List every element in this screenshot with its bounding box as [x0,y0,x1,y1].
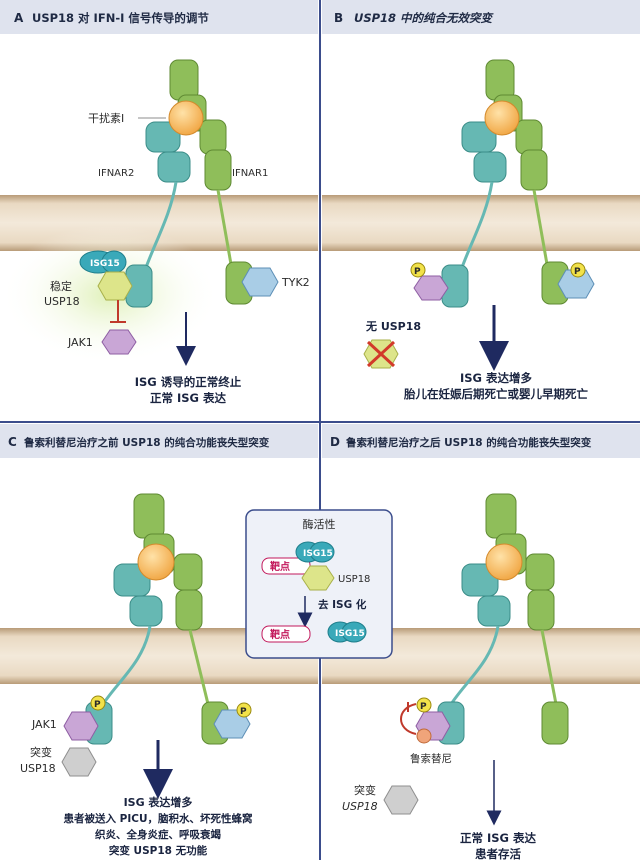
panel-b-title: USP18 中的纯合无效突变 [354,11,495,25]
stabilize-label: 稳定 [50,279,72,293]
isg15-label-a: ISG15 [90,259,120,269]
usp18-label-d: USP18 [342,800,378,813]
usp18-hexagon-a [97,271,133,301]
ifn-label: 干扰素Ⅰ [88,111,124,125]
tyk2-kinase-a [241,267,279,297]
panel-b-title-bar [322,0,640,34]
panel-c-title: 鲁索利替尼治疗之前 USP18 的纯合功能丧失型突变 [23,436,270,449]
phospho-c2 [236,702,252,718]
ifnar2-label: IFNAR2 [98,168,134,179]
enzyme-activity-inset: 酶活性 靶点 ISG15 USP18 去 ISG 化 靶点 ISG15 [245,509,393,659]
inset-deisg-label: 去 ISG 化 [318,598,367,611]
panel-d-title-bar [322,424,640,458]
panel-a-title: USP18 对 IFN-Ⅰ 信号传导的调节 [32,11,209,25]
result-c-line2: 患者被送入 PICU，脑积水、坏死性蜂窝 [64,812,253,825]
panel-c-letter: C [8,435,17,449]
panel-a-letter: A [14,11,24,25]
receptor-complex-d [415,493,569,745]
svg-text:C: C [8,435,17,449]
result-a-line2: 正常 ISG 表达 [150,391,227,405]
ruxolitinib-drug [416,728,432,744]
receptor-complex-c [63,493,251,745]
inhibition-arc [400,703,417,735]
inset-usp18-hexagon [301,565,335,591]
inset-target-1: 靶点 [270,560,290,573]
result-b-line2: 胎儿在妊娠后期死亡或婴儿早期死亡 [403,387,588,401]
phospho-b1-label: P [414,267,421,277]
result-d-line1: 正常 ISG 表达 [460,831,537,845]
result-b-line1: ISG 表达增多 [460,371,533,385]
panel-a-title-bar [0,0,318,34]
inset-isg15-2: ISG15 [335,629,365,639]
panel-c-title-bar [0,424,318,458]
inset-usp18-label: USP18 [338,574,370,585]
jak1-label-a: JAK1 [67,336,93,349]
inset-title: 酶活性 [303,517,336,531]
phospho-c2-label: P [240,707,247,717]
tyk2-label: TYK2 [281,276,310,289]
usp18-label-a: USP18 [44,295,80,308]
mutant-label-c: 突变 [30,745,52,759]
ifnar1-label: IFNAR1 [232,168,268,179]
phospho-d1 [416,697,432,713]
svg-text:A: A [14,11,24,25]
panel-b-letter: B [334,11,343,25]
inset-isg15-1: ISG15 [303,549,333,559]
phospho-b2-label: P [574,267,581,277]
result-c-line1: ISG 表达增多 [124,795,193,809]
mutant-usp18-hexagon-d [383,785,419,815]
jak1-kinase-a [101,329,137,355]
svg-text:B: B [334,11,343,25]
ifn-type1-ligand [168,100,204,136]
panel-d-letter: D [330,435,340,449]
usp18-label-c: USP18 [20,762,56,775]
ifnar2-receptor [125,121,191,308]
phospho-b1 [410,262,426,278]
result-a-line1: ISG 诱导的正常终止 [135,375,242,389]
phospho-b2 [570,262,586,278]
inset-target-2: 靶点 [270,628,290,641]
phospho-d1-label: P [420,702,427,712]
phospho-c1-label: P [94,700,101,710]
jak1-label-c: JAK1 [31,718,57,731]
mutant-usp18-hexagon-c [61,747,97,777]
ruxolitinib-label: 鲁索替尼 [410,752,452,765]
phospho-c1 [90,695,106,711]
result-c-line3: 织炎、全身炎症、呼吸衰竭 [95,828,221,841]
no-usp18-label: 无 USP18 [365,320,421,333]
ifnar1-receptor-b [413,59,595,308]
mutant-label-d: 突变 [354,783,376,797]
result-d-line2: 患者存活 [475,847,521,860]
panel-d-title: 鲁索利替尼治疗之后 USP18 的纯合功能丧失型突变 [345,436,592,449]
result-c-line4: 突变 USP18 无功能 [109,844,208,857]
svg-text:D: D [330,435,340,449]
